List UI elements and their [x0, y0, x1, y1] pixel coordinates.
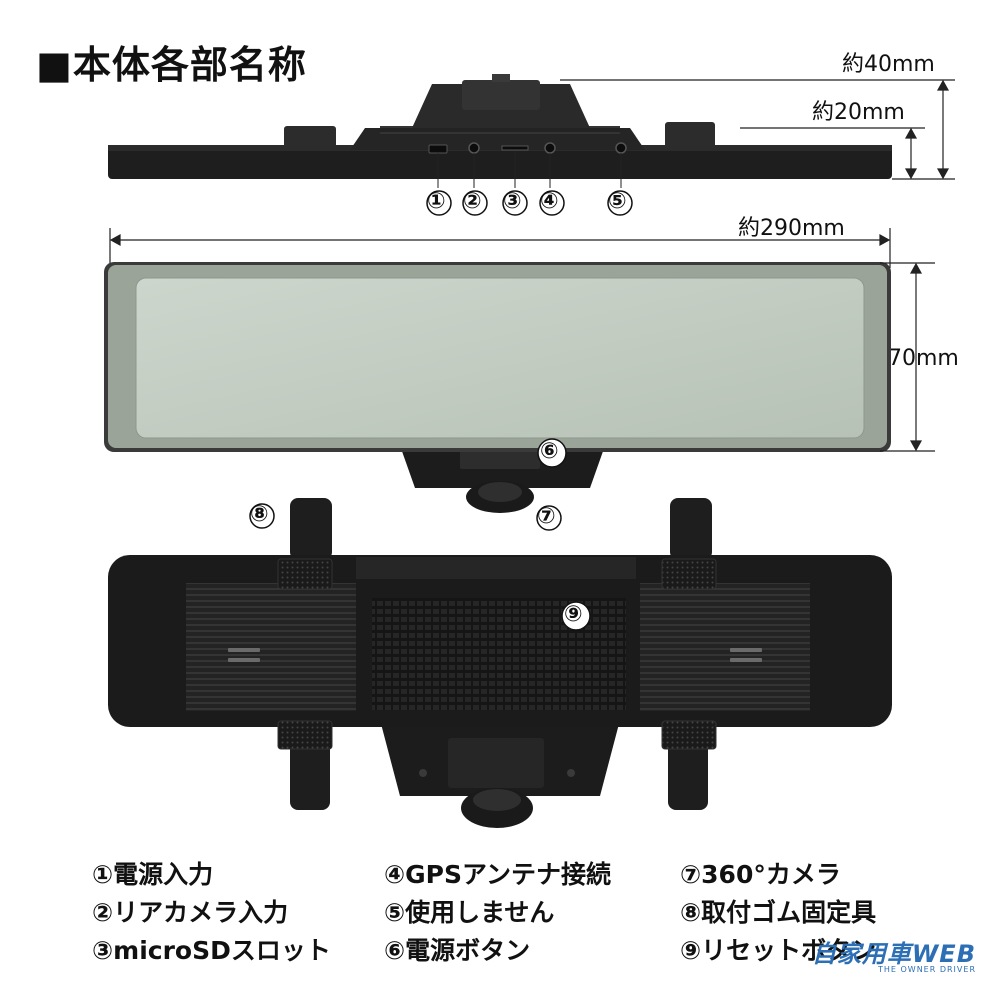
callout-4: ④: [540, 189, 559, 214]
device-back-view: [108, 498, 892, 828]
callout-7: ⑦: [537, 504, 556, 529]
legend-item-microsd-slot: ③microSDスロット: [92, 936, 331, 965]
legend-item-rear-camera-input: ②リアカメラ入力: [92, 898, 289, 927]
callout-9: ⑨: [564, 602, 583, 627]
callout-5-marker: [607, 190, 633, 216]
legend-item-360-camera: ⑦360°カメラ: [680, 860, 841, 889]
dimension-label-height-40: 約40mm: [842, 52, 935, 77]
dimension-label-height-20: 約20mm: [812, 100, 905, 125]
callout-4-marker: [539, 190, 565, 216]
watermark-logo: 自家用車WEB THE OWNER DRIVER: [812, 934, 976, 974]
legend-item-power-button: ⑥電源ボタン: [384, 936, 531, 965]
callout-6-marker: [537, 438, 567, 468]
legend-item-unused: ⑤使用しません: [384, 898, 555, 927]
device-front-view: [104, 262, 891, 513]
callouts: [249, 190, 633, 631]
legend-item-gps-antenna: ④GPSアンテナ接続: [384, 860, 612, 889]
device-top-view: [108, 74, 892, 188]
legend-item-rubber-mount: ⑧取付ゴム固定具: [680, 898, 877, 927]
page-title: ■本体各部名称: [36, 43, 307, 87]
dimension-line-depth: [880, 262, 935, 452]
callout-8: ⑧: [250, 502, 269, 527]
callout-1-marker: [426, 190, 452, 216]
dimension-line-width: [109, 228, 891, 268]
legend-item-power-input: ①電源入力: [92, 860, 214, 889]
dimension-label-width-290: 約290mm: [738, 216, 845, 241]
watermark-main: 自家用車WEB: [811, 940, 976, 968]
callout-3: ③: [503, 189, 522, 214]
callout-1: ①: [427, 189, 446, 214]
callout-3-marker: [502, 190, 528, 216]
callout-6: ⑥: [540, 439, 559, 464]
watermark-sub: THE OWNER DRIVER: [877, 965, 976, 974]
callout-2-marker: [462, 190, 488, 216]
callout-8-marker: [249, 503, 275, 529]
dimension-lines-height: [560, 79, 955, 180]
legend-item-reset-button: ⑨リセットボタン: [680, 936, 877, 965]
callout-7-marker: [536, 505, 562, 531]
callout-9-marker: [561, 601, 591, 631]
callout-2: ②: [463, 189, 482, 214]
callout-5: ⑤: [608, 189, 627, 214]
